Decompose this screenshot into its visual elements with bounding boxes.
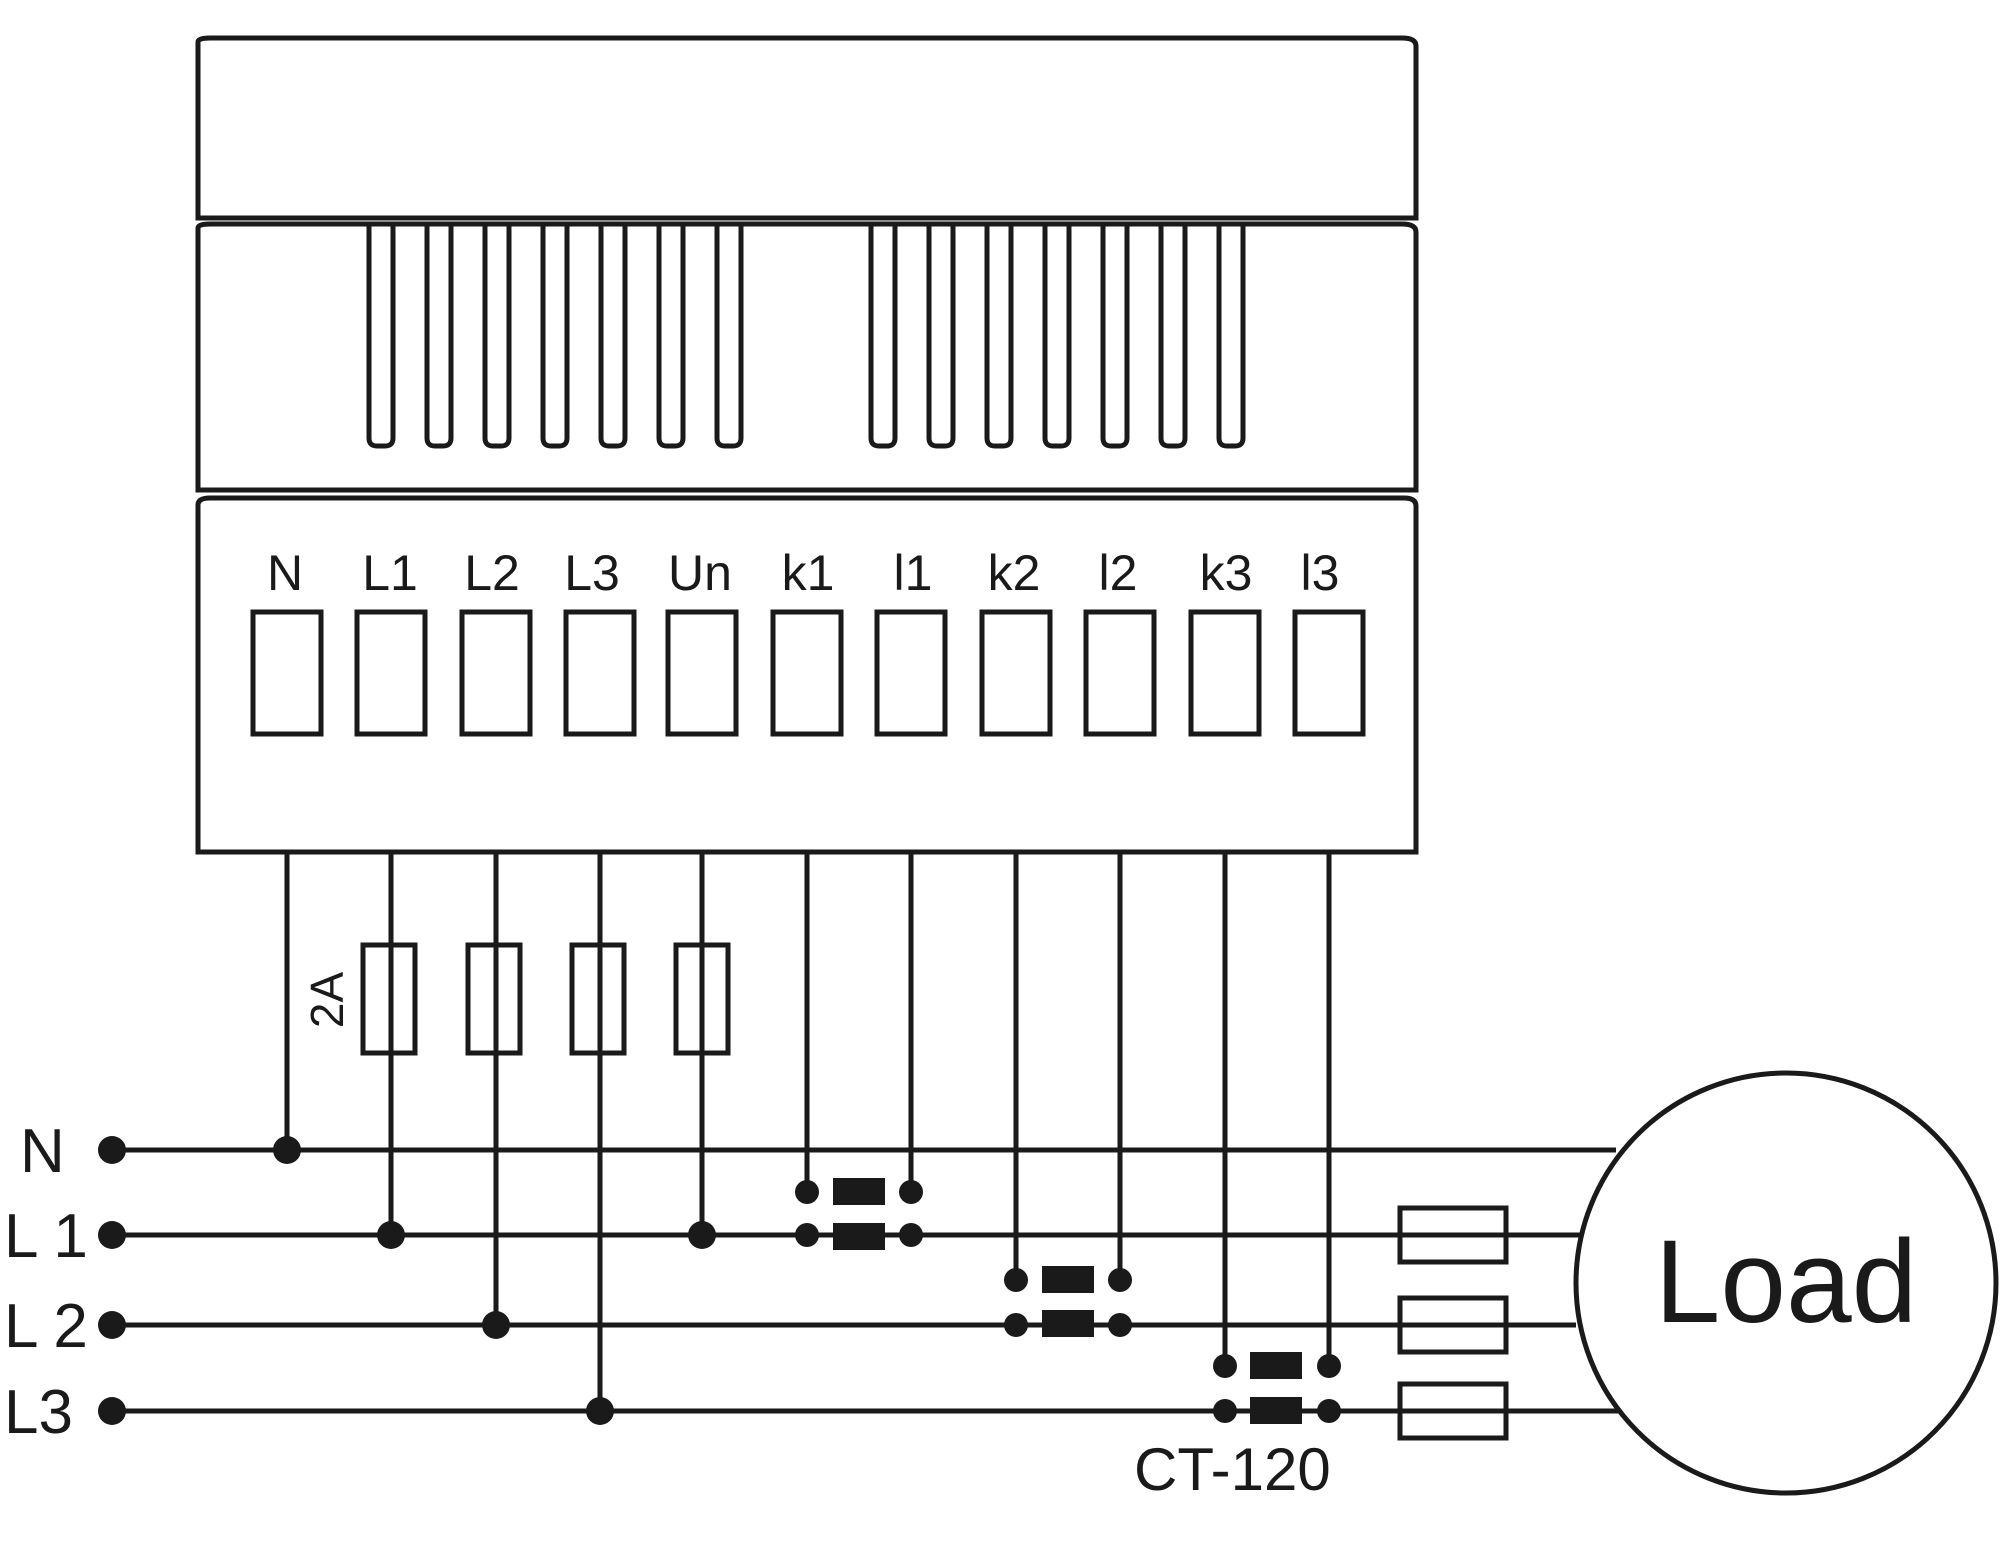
ct-core-lower — [1250, 1397, 1302, 1424]
terminal-label-l1: L1 — [362, 545, 418, 601]
terminal-screw-l2 — [459, 609, 533, 737]
load-label: Load — [1655, 1216, 1918, 1348]
meter-vent-section — [195, 221, 1419, 493]
vent-slot — [540, 224, 570, 449]
terminal-screw-l3 — [563, 609, 637, 737]
load-fuses — [1397, 1205, 1509, 1441]
ct-phase-3 — [1213, 1352, 1341, 1424]
voltage-fuses — [360, 942, 731, 1056]
terminal-screw-l1 — [874, 609, 948, 737]
terminal-screw-n — [250, 609, 324, 737]
fuse-l1 — [360, 942, 418, 1056]
terminal-screw-l2 — [1083, 609, 1157, 737]
vent-slot — [1100, 224, 1130, 449]
meter-top-cover — [195, 35, 1419, 221]
fuse-un — [673, 942, 731, 1056]
supply-label-n: N — [20, 1117, 65, 1186]
load-fuse-l3 — [1397, 1381, 1509, 1441]
load-circle — [1573, 1070, 1999, 1496]
ct-terminal-l — [1108, 1268, 1132, 1292]
terminal-label-un: Un — [668, 545, 732, 601]
terminal-screw-k2 — [979, 609, 1053, 737]
ct-core-upper — [1042, 1266, 1094, 1293]
vent-slot — [714, 224, 744, 449]
junction-un — [688, 1221, 716, 1249]
terminal-screw-l1 — [354, 609, 428, 737]
terminal-label-l2: L2 — [464, 545, 520, 601]
ct-core-lower — [1042, 1310, 1094, 1337]
meter-housing — [195, 35, 1419, 855]
supply-dot-l2 — [98, 1311, 126, 1339]
meter-terminal-section — [195, 495, 1419, 855]
supply-label-l3: L3 — [4, 1378, 73, 1447]
ct-terminal-l — [899, 1180, 923, 1204]
vent-slot — [1158, 224, 1188, 449]
supply-label-l1: L 1 — [4, 1202, 88, 1271]
terminal-label-l2: l2 — [1099, 545, 1138, 601]
terminal-label-k2: k2 — [988, 545, 1041, 601]
supply-dot-n — [98, 1136, 126, 1164]
vent-slot — [926, 224, 956, 449]
fuse-rating-label: 2A — [301, 972, 353, 1029]
vent-slot — [366, 224, 396, 449]
ct-phase-2 — [1004, 1266, 1132, 1337]
ct-model-label: CT-120 — [1134, 1436, 1331, 1503]
vent-slot — [1216, 224, 1246, 449]
terminal-label-n: N — [267, 545, 303, 601]
ct-core-upper — [1250, 1352, 1302, 1379]
load-fuse-l2 — [1397, 1295, 1509, 1355]
load-fuse-l1 — [1397, 1205, 1509, 1265]
ct-line-out — [1317, 1399, 1341, 1423]
ct-terminal-k — [1004, 1268, 1028, 1292]
terminal-label-l3: L3 — [564, 545, 620, 601]
vent-slot — [482, 224, 512, 449]
supply-terminal-dots — [98, 1136, 126, 1425]
terminal-label-k3: k3 — [1200, 545, 1253, 601]
vent-slots-left — [366, 224, 744, 449]
ct-terminal-k — [795, 1180, 819, 1204]
junction-n — [273, 1136, 301, 1164]
terminal-screw-l3 — [1292, 609, 1366, 737]
ct-line-in — [1213, 1399, 1237, 1423]
terminal-screw-k3 — [1188, 609, 1262, 737]
supply-dot-l1 — [98, 1221, 126, 1249]
ct-terminal-l — [1317, 1354, 1341, 1378]
ct-line-out — [899, 1223, 923, 1247]
junction-l2 — [482, 1311, 510, 1339]
ct-core-lower — [833, 1223, 885, 1250]
ct-core-upper — [833, 1178, 885, 1205]
supply-label-l2: L 2 — [4, 1292, 88, 1361]
ct-line-in — [1004, 1313, 1028, 1337]
terminal-label-l1: l1 — [894, 545, 933, 601]
ct-terminal-k — [1213, 1354, 1237, 1378]
terminal-screw-un — [665, 609, 739, 737]
terminal-screw-k1 — [770, 609, 844, 737]
ct-line-out — [1108, 1313, 1132, 1337]
terminal-label-k1: k1 — [782, 545, 835, 601]
vent-slot — [656, 224, 686, 449]
vent-slots-right — [868, 224, 1246, 449]
vent-slot — [984, 224, 1014, 449]
junction-dots — [273, 1136, 716, 1425]
fuse-l3 — [569, 942, 627, 1056]
vent-slot — [868, 224, 898, 449]
junction-l3 — [586, 1397, 614, 1425]
junction-l1 — [377, 1221, 405, 1249]
supply-dot-l3 — [98, 1397, 126, 1425]
vent-slot — [1042, 224, 1072, 449]
fuse-l2 — [465, 942, 523, 1056]
ct-line-in — [795, 1223, 819, 1247]
vent-slot — [424, 224, 454, 449]
ct-phase-1 — [795, 1178, 923, 1250]
vent-slot — [598, 224, 628, 449]
terminal-label-l3: l3 — [1301, 545, 1340, 601]
terminal-block: N L1 L2 L3 Un k1 l1 k2 l2 k3 l3 — [250, 545, 1366, 737]
